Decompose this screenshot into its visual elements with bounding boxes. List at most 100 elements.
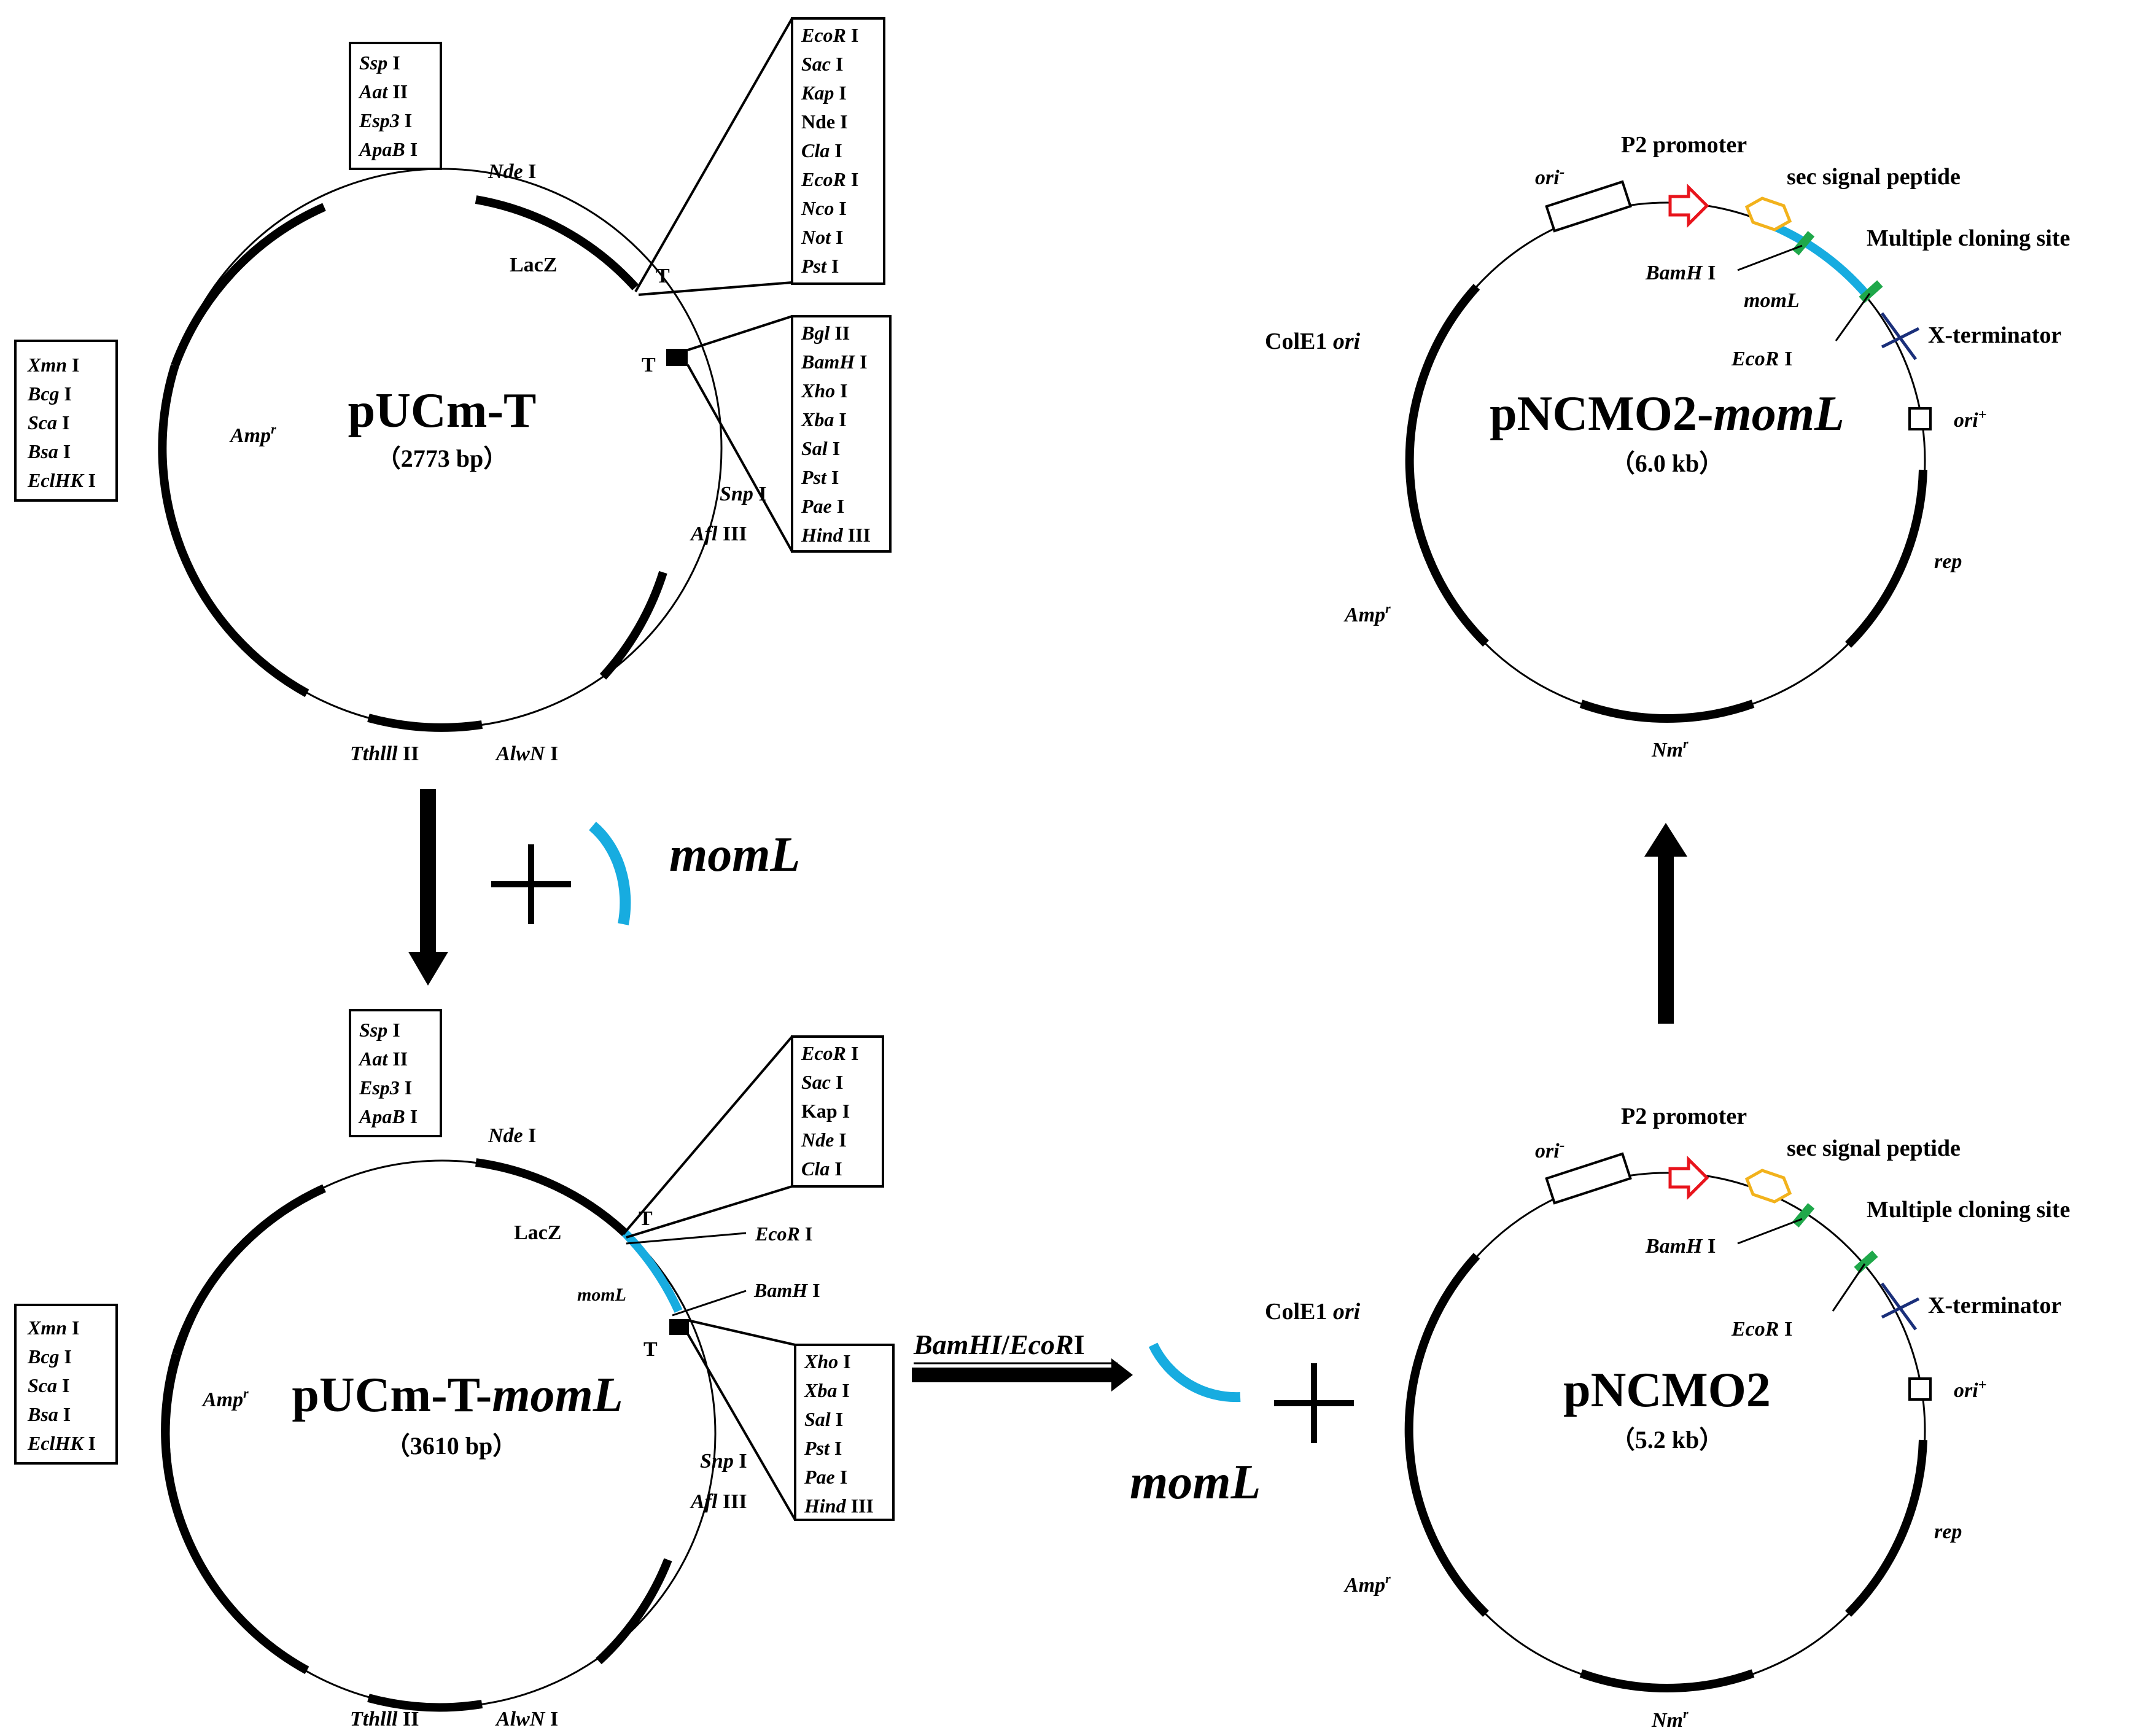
up-arrow-head [1644,823,1687,857]
site-bamh: BamH I [1645,262,1716,284]
box-top-item: Esp3 I [359,109,412,131]
mcs-label: Multiple cloning site [1867,225,2070,251]
plasmid-name: pUCm-T-momL [292,1368,623,1422]
rep-label: rep [1934,1520,1962,1543]
callout-line [1835,293,1871,341]
site-tth: Tthlll II [350,742,419,765]
ori-minus-label: ori- [1535,163,1564,189]
callout-line [626,1185,793,1239]
box-left [14,1304,118,1465]
terminator-icon [1880,1282,1918,1331]
cole1-ori-label: ColE1 ori [1265,329,1361,354]
rep-gene-segment [1845,1439,1927,1617]
backbone-bottom-segment [367,714,483,732]
t-label-2: T [643,1338,658,1361]
mcs-item: Pae I [801,495,844,517]
site-ecor: EcoR I [755,1223,812,1245]
mcs-item: EcoR I [801,1042,858,1064]
box-top-item: ApaB I [358,1105,418,1127]
callout-line [638,281,793,296]
mcs-item: Xho I [804,1350,851,1372]
site-ecor: EcoR I [1731,1318,1792,1341]
t-label-1: T [656,265,670,287]
moml-inner-label: momL [1744,289,1800,312]
mcs-item: Kap I [801,82,847,104]
site-afl: Afl III [690,523,747,545]
mcs-item: Hind III [804,1495,874,1517]
box-top-item: Aat II [358,1048,408,1070]
site-tth: Tthlll II [350,1708,419,1730]
mcs-item: Pst I [801,255,839,277]
moml-digested-fragment [1148,1342,1241,1403]
callout-line [634,18,793,292]
plasmid-pncmo2-moml: pNCMO2-momL （6.0 kb） ori- P2 promoter se… [1265,132,2070,761]
box-left-item: Bcg I [27,1345,72,1368]
mcs-item: Xba I [801,408,847,430]
nm-label: Nmr [1651,1706,1689,1732]
plasmid-name: pNCMO2 [1563,1363,1771,1417]
site-bamh: BamH I [1645,1235,1716,1258]
mcs-item: Pae I [804,1466,847,1488]
box-mcs-bottom [791,315,892,553]
mcs-item: Not I [801,226,843,248]
callout-line [686,1333,796,1521]
rep-gene-segment [1845,469,1927,648]
box-top-item: Aat II [358,80,408,103]
moml-insert-fragment [589,822,631,925]
plasmid-size: （2773 bp） [376,445,508,472]
mcs-item: Hind III [801,524,871,546]
box-left-item: Bsa I [27,440,71,462]
callout-line [1737,1218,1803,1245]
backbone-segment [172,1184,326,1356]
site-mark-bamh [1792,231,1815,255]
callout-line [687,315,793,351]
mcs-item: Sac I [801,53,843,75]
site-nde: Nde I [488,1124,536,1147]
callout-line [672,1290,747,1317]
amp-label: Ampr [201,1385,249,1411]
down-arrow-shaft [420,789,436,955]
box-left-item: Sca I [28,411,69,434]
box-left-item: EclHK I [27,469,96,491]
mcs-item: Nco I [801,197,847,219]
ori-plus-label: ori+ [1954,1377,1986,1402]
box-mcs-bottom [794,1344,895,1521]
box-left-item: Bcg I [27,383,72,405]
box-mcs-top [791,1035,884,1188]
plasmid-pucmt: pUCm-T （2773 bp） Ampr Nde I LacZ T T Snp… [14,17,892,765]
mcs-item: Nde I [801,1129,847,1151]
amp-label: Ampr [1343,601,1391,626]
moml-label: momL [1130,1455,1261,1509]
box-left-item: Xmn I [27,1317,79,1339]
ori-segment [596,1558,672,1665]
ori-minus-label: ori- [1535,1136,1564,1162]
x-terminator-label: X-terminator [1928,1293,2061,1318]
site-nde: Nde I [488,160,536,183]
terminator-icon [1881,1297,1920,1319]
step-digest: BamHI/EcoRI momL [912,1329,1354,1509]
rep-label: rep [1934,550,1962,573]
amp-gene-segment [161,1353,309,1675]
site-alwn: AlwN I [495,1708,558,1730]
box-left-item: EclHK I [27,1432,96,1454]
terminator-icon [1880,312,1918,360]
amp-gene-segment [1405,284,1489,647]
t-label-2: T [642,354,656,376]
callout-line [1737,244,1803,271]
moml-inner-label: momL [577,1285,626,1305]
mcs-item: BamH I [801,351,868,373]
site-mark-ecor [1854,1250,1878,1274]
mcs-item: Bgl II [801,322,850,344]
box-top-item: ApaB I [358,138,418,160]
mcs-item: Kap I [801,1100,850,1122]
promoter-arrow-icon [1668,183,1709,228]
lacz-label: LacZ [514,1221,561,1244]
site-ecor: EcoR I [1731,348,1792,370]
signal-peptide-hexagon-icon [1744,1169,1792,1204]
ori-plus-box [1908,407,1932,430]
plasmid-size: （3610 bp） [386,1432,518,1460]
mcs-item: Pst I [801,466,839,488]
right-arrow-shaft [912,1368,1114,1382]
site-bamh: BamH I [753,1279,820,1301]
